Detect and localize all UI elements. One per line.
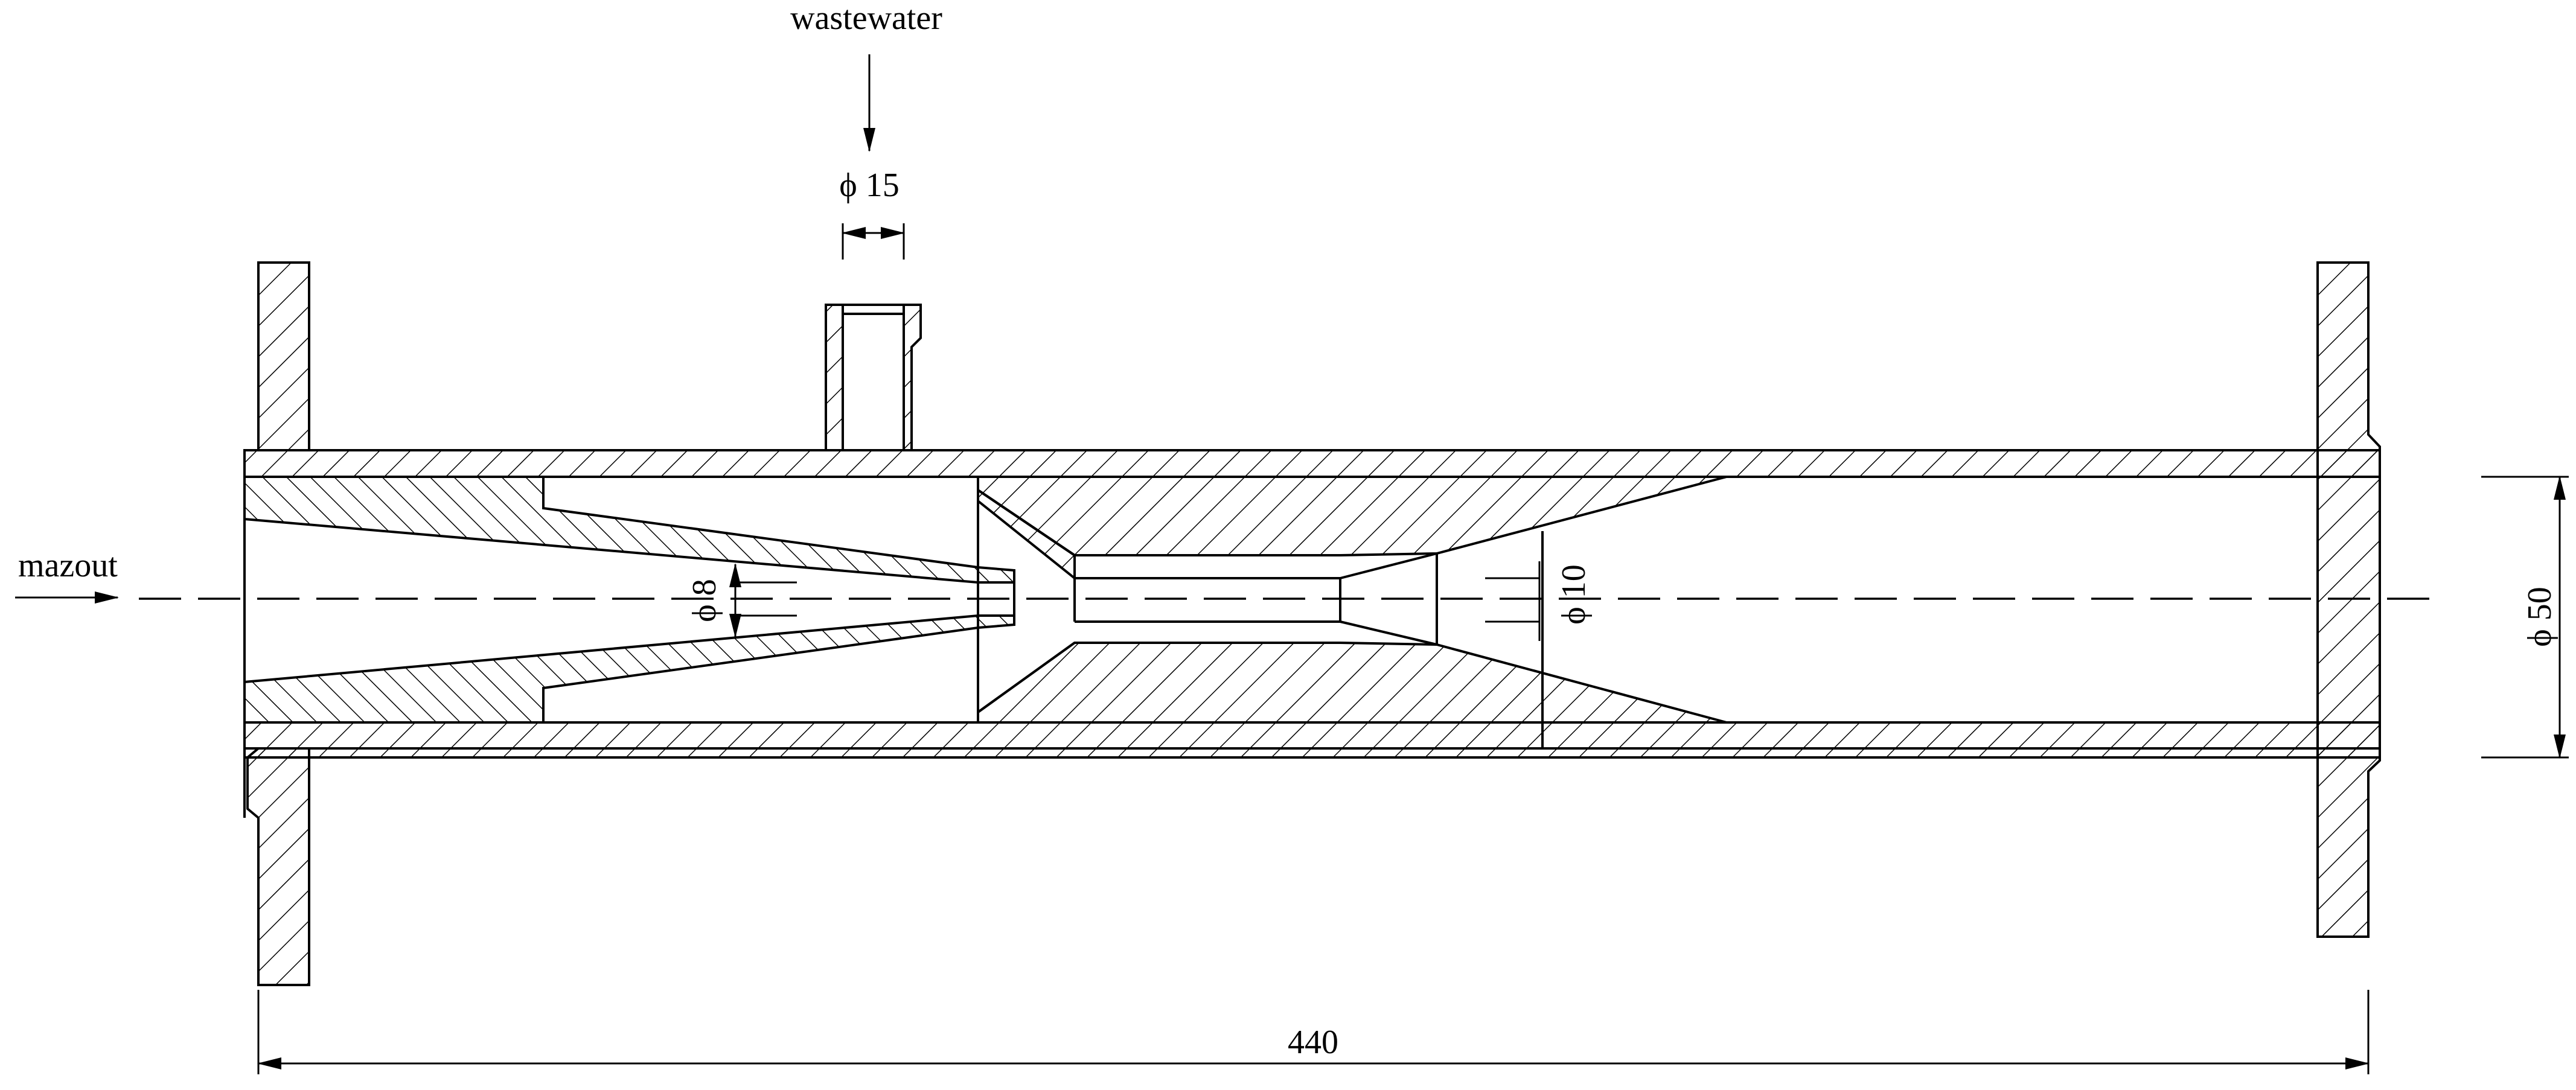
- pipe-wall-bottom: [243, 721, 2381, 759]
- wastewater-inlet-stub: [825, 304, 922, 451]
- label-wastewater: wastewater: [790, 0, 942, 37]
- dimension-bore: [2481, 476, 2569, 759]
- inner-outlines: [977, 477, 2319, 748]
- dimension-throat: [1485, 561, 1541, 641]
- label-mazout: mazout: [18, 547, 118, 584]
- nozzle-body: [243, 476, 1015, 724]
- dimension-inlet: [842, 223, 905, 260]
- dimension-length: [257, 990, 2370, 1074]
- left-flange: [243, 261, 310, 986]
- diffuser-body: [977, 476, 2318, 724]
- label-dim-inlet: ϕ 15: [839, 167, 899, 204]
- label-dim-length: 440: [1288, 1024, 1338, 1061]
- label-dim-throat: ϕ 10: [1555, 564, 1593, 624]
- label-dim-bore: ϕ 50: [2521, 587, 2558, 646]
- pipe-wall-top: [243, 449, 2381, 478]
- label-dim-nozzle: ϕ 8: [686, 579, 723, 622]
- dimension-nozzle: [729, 563, 797, 638]
